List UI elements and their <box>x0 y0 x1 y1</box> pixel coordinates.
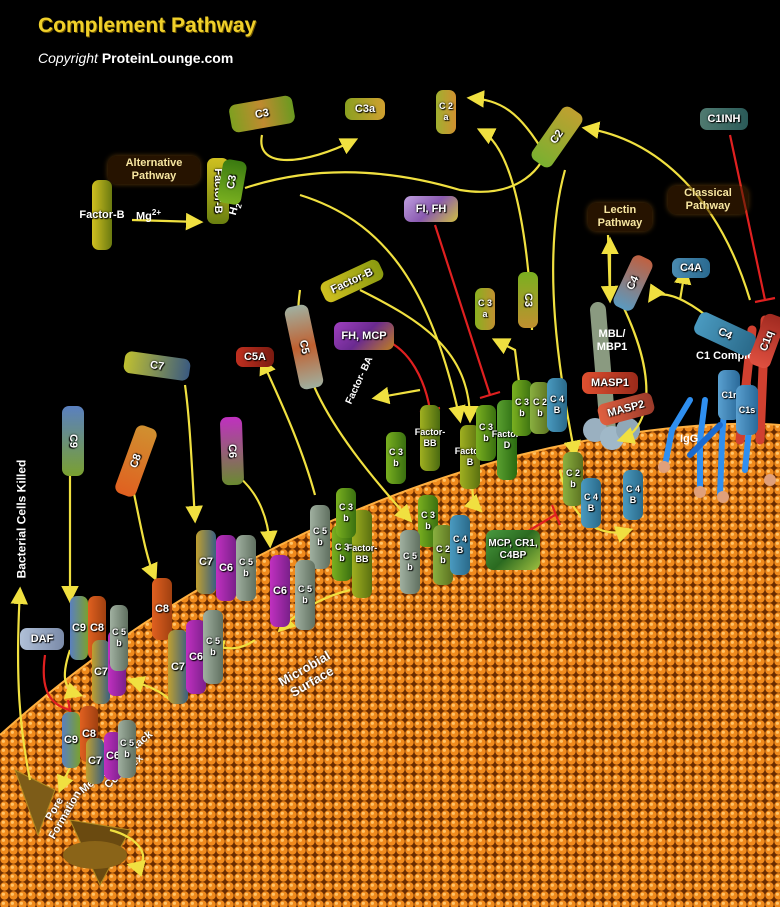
igg-bead-3 <box>717 491 729 503</box>
mcp-cr1-c4bp: MCP, CR1, C4BP <box>486 530 540 570</box>
classical-pathway-label: Classical Pathway <box>668 186 748 214</box>
c2b-3: C 2 b <box>433 525 453 585</box>
daf: DAF <box>20 628 64 650</box>
c4b-2: C 4 B <box>581 478 601 528</box>
c5b-1: C 5 b <box>310 505 330 569</box>
mbl-label: MBL/ MBP1 <box>596 328 628 353</box>
copyright-site: ProteinLounge.com <box>101 50 234 66</box>
masp1: MASP1 <box>582 372 638 394</box>
c9-c: C9 <box>62 712 80 768</box>
c1inh: C1INH <box>700 108 748 130</box>
c3b-5: C 3 b <box>336 488 356 538</box>
mg-text: Mg <box>136 210 152 223</box>
copyright-prefix: Copyright <box>38 50 98 66</box>
c5b-6: C 5 b <box>110 605 128 671</box>
c9: C9 <box>62 406 84 476</box>
factor-bb-2: Factor-BB <box>347 510 377 598</box>
c9-b: C9 <box>70 596 88 660</box>
igg-bead-4 <box>764 474 776 486</box>
alternative-pathway-label: Alternative Pathway <box>108 156 200 184</box>
igg-label: IgG <box>680 433 699 445</box>
c7-e: C7 <box>86 738 104 784</box>
c8-b: C8 <box>152 578 172 640</box>
fh-mcp: FH, MCP <box>334 322 394 350</box>
c6: C6 <box>219 416 245 486</box>
c2a: C 2 a <box>436 90 456 134</box>
c2b-1: C 2 b <box>530 382 550 434</box>
c5b-7: C 5 b <box>118 720 136 778</box>
mg-sup: 2+ <box>151 208 162 217</box>
mg-label: Mg2+ <box>136 206 161 224</box>
pore-cone-1 <box>14 768 56 837</box>
c3b-2: C 3 b <box>476 405 496 461</box>
bacterial-cells-killed-label: Bacterial Cells Killed <box>14 459 29 579</box>
c7-c: C7 <box>168 630 188 704</box>
c5b-5: C 5 b <box>203 610 223 684</box>
c3b-3: C 3 b <box>512 380 532 436</box>
c6-c: C6 <box>270 555 290 627</box>
c5b-4: C 5 b <box>295 560 315 630</box>
factor-bb-1: Factor-BB <box>415 405 445 471</box>
c6-b: C6 <box>216 535 236 601</box>
c1r: C1r <box>718 370 740 420</box>
c5b-2: C 5 b <box>400 530 420 594</box>
c1s: C1s <box>736 385 758 435</box>
c3a-mid: C 3 a <box>475 288 495 330</box>
c5a: C5A <box>236 347 274 367</box>
c7-b: C7 <box>196 530 216 594</box>
c3b-4: C 3 b <box>332 525 352 581</box>
c6-f: C6 <box>104 732 122 780</box>
c4b-1: C 4 B <box>547 378 567 432</box>
copyright-line: Copyright ProteinLounge.com <box>38 50 233 66</box>
c4b-3: C 4 B <box>623 470 643 520</box>
c5b-3: C 5 b <box>236 535 256 601</box>
c3b-1: C 3 b <box>386 432 406 484</box>
c3a-top: C3a <box>345 98 385 120</box>
fi-fh: FI, FH <box>404 196 458 222</box>
c7-d: C7 <box>92 640 110 704</box>
c4b-4: C 4 B <box>450 515 470 575</box>
c6-d: C6 <box>186 620 206 694</box>
factor-b-s: Factor-B <box>455 425 485 489</box>
membrane-layer <box>0 423 780 907</box>
c4a: C4A <box>672 258 710 278</box>
igg-bead-1 <box>658 461 670 473</box>
c2b-2: C 2 b <box>563 452 583 506</box>
c3-mid: C3 <box>518 272 538 328</box>
page-title: Complement Pathway <box>38 14 257 37</box>
igg-bead-2 <box>694 486 706 498</box>
pore-disc <box>63 841 127 869</box>
lectin-pathway-label: Lectin Pathway <box>588 203 652 231</box>
factor-b-left: Factor-B <box>79 180 125 250</box>
